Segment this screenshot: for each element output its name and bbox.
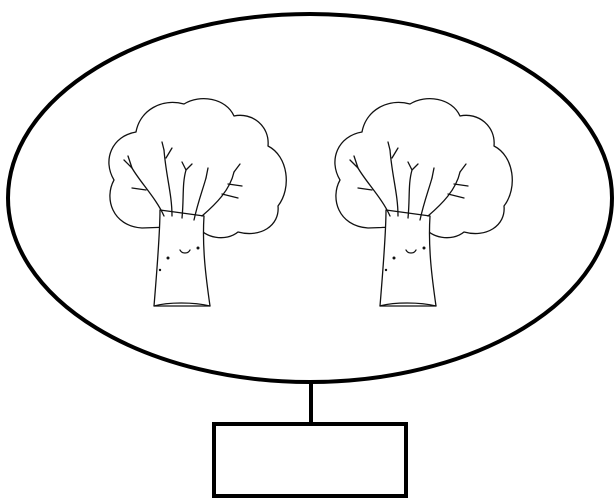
tree-icon: [109, 99, 286, 306]
tree-item: [109, 99, 286, 306]
tree-item: [335, 99, 512, 306]
answer-box[interactable]: [214, 424, 406, 496]
tree-icon: [335, 99, 512, 306]
group-oval: [8, 14, 612, 382]
